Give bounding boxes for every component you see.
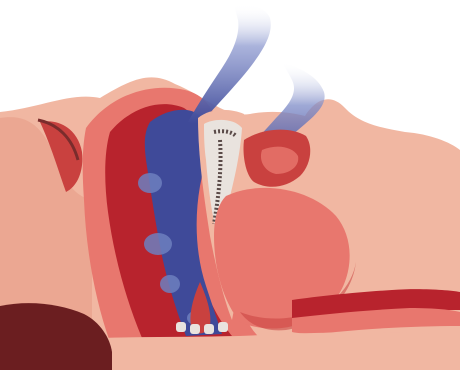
chin bbox=[100, 333, 460, 370]
